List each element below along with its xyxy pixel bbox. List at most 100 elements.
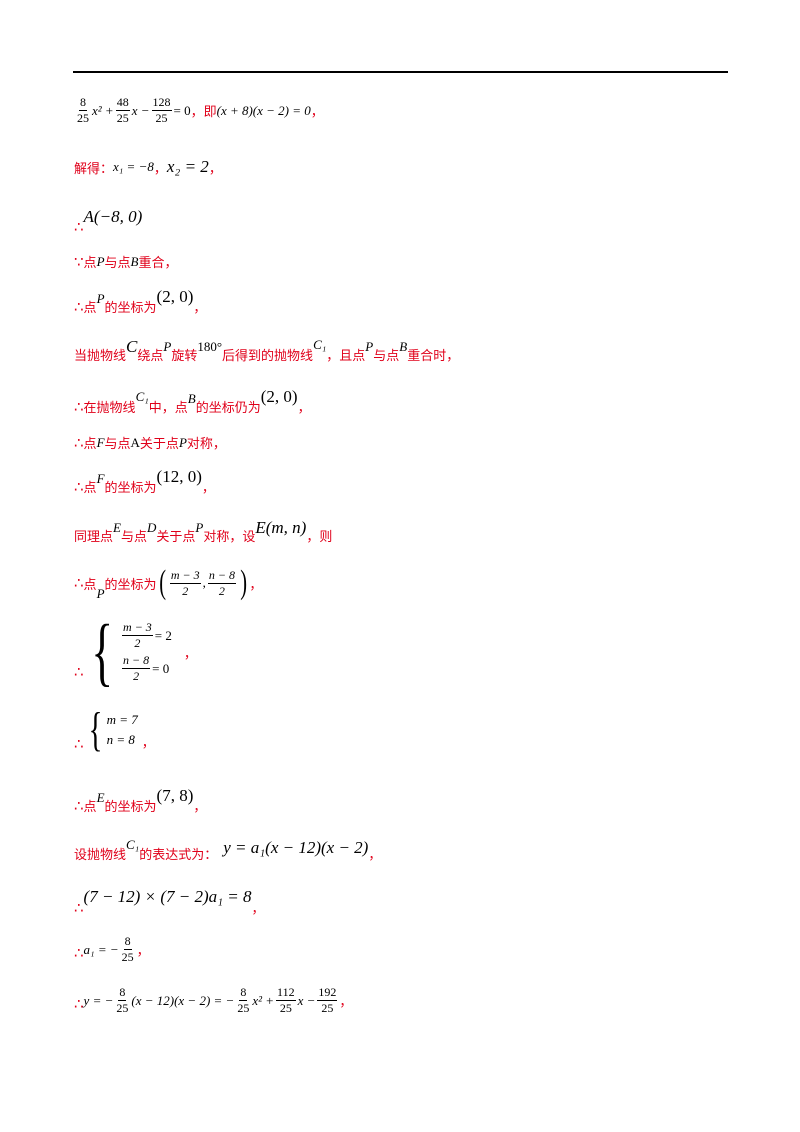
math-expression: (2, 0): [260, 386, 298, 406]
text: 同理点: [74, 530, 114, 545]
math-term: ,: [202, 575, 206, 590]
math-expression: (7, 8): [156, 785, 194, 805]
math-var: P: [365, 338, 374, 354]
therefore-symbol: ∴: [74, 796, 84, 815]
math-term: y = −: [83, 992, 114, 1008]
text: 重合，: [138, 256, 178, 271]
therefore-symbol: ∴: [74, 663, 84, 681]
math-var: P: [178, 434, 187, 450]
system: m = 7 n = 8: [107, 712, 138, 748]
therefore-symbol: ∴: [74, 477, 84, 496]
text: ，: [201, 481, 215, 496]
text: ，即: [190, 105, 217, 120]
text: 点: [83, 437, 97, 452]
therefore-symbol: ∴: [74, 433, 84, 452]
text: 与点: [104, 437, 131, 452]
text: ，: [339, 995, 353, 1010]
text: ，则: [306, 530, 333, 545]
math-term: m = 7: [106, 712, 138, 727]
therefore-symbol: ∴: [74, 898, 84, 917]
text: 中，点: [148, 401, 188, 416]
text: 对称，设: [203, 530, 256, 545]
math-expression: x₂ = 2: [166, 157, 209, 176]
text: 的表达式为：: [139, 848, 218, 863]
math-var: B: [130, 253, 139, 269]
text: 点: [83, 256, 97, 271]
math-var: P: [163, 338, 172, 354]
paren: (: [158, 564, 166, 601]
therefore-symbol: ∴: [74, 218, 84, 236]
math-var: C: [126, 336, 138, 356]
therefore-symbol: ∴: [74, 397, 84, 416]
math-var: P: [96, 253, 105, 269]
text: 与点: [104, 256, 131, 271]
therefore-symbol: ∴: [74, 574, 84, 592]
math-term: x² +: [252, 992, 275, 1008]
therefore-symbol: ∴: [74, 943, 84, 962]
math-term: = 2: [154, 627, 172, 643]
math-var: F: [96, 434, 105, 450]
text: 的坐标仍为: [195, 401, 261, 416]
math-term: x² +: [92, 102, 114, 118]
line-f-coordinate: ∴ 点 F 的坐标为 (12, 0) ，: [74, 465, 215, 497]
text: 的坐标为: [104, 301, 157, 316]
therefore-symbol: ∴: [74, 994, 84, 1013]
text: ，: [193, 800, 207, 815]
math-expression: (12, 0): [156, 466, 202, 486]
line-e-coordinate: ∴ 点 E 的坐标为 (7, 8) ，: [74, 782, 207, 816]
math-var: A: [130, 434, 140, 450]
text: ，: [153, 161, 167, 177]
text: 点: [83, 481, 97, 496]
text: 与点: [373, 349, 400, 364]
therefore-symbol: ∴: [74, 297, 84, 316]
math-var: B: [187, 390, 196, 406]
text: 当抛物线: [74, 349, 127, 364]
text: ，: [368, 848, 382, 863]
math-term: a₁ = −: [83, 941, 119, 957]
text: 点: [83, 577, 97, 593]
math-term: n = 8: [106, 732, 135, 747]
math-var: E: [113, 519, 121, 535]
text: ，: [141, 735, 155, 751]
math-expression: 180°: [197, 338, 223, 354]
line-rotation: 当抛物线 C 绕点 P 旋转 180° 后得到的抛物线 C₁ ，且点 P 与点 …: [74, 333, 459, 365]
text: 与点: [120, 530, 147, 545]
brace: {: [90, 610, 113, 694]
text: ，: [249, 577, 263, 593]
text: 点: [83, 800, 97, 815]
line-point-a: ∴ A(−8, 0): [74, 204, 142, 236]
line-solutions: 解得： x₁ = −8 ， x₂ = 2 ，: [74, 157, 222, 177]
text: 设抛物线: [74, 848, 127, 863]
text: ，: [297, 401, 311, 416]
text: 的坐标为: [104, 481, 157, 496]
math-var: P: [96, 290, 105, 306]
math-var: D: [146, 519, 157, 535]
math-expression: y = a₁(x − 12)(x − 2): [223, 837, 369, 857]
text: 解得：: [74, 161, 114, 177]
line-expression-form: 设抛物线 C₁ 的表达式为： y = a₁(x − 12)(x − 2) ，: [74, 832, 382, 864]
math-var: C₁: [126, 836, 140, 852]
text: 的坐标为: [104, 800, 157, 815]
line-substitution: ∴ (7 − 12) × (7 − 2)a₁ = 8 ，: [74, 882, 265, 918]
math-var: C₁: [135, 388, 149, 404]
line-b-coordinate: ∴ 在抛物线 C₁ 中，点 B 的坐标仍为 (2, 0) ，: [74, 383, 311, 417]
text: 对称，: [186, 437, 226, 452]
math-var: P: [96, 586, 105, 601]
math-term: = 0: [152, 660, 170, 676]
text: ，: [251, 902, 265, 917]
math-term: x −: [131, 102, 150, 118]
